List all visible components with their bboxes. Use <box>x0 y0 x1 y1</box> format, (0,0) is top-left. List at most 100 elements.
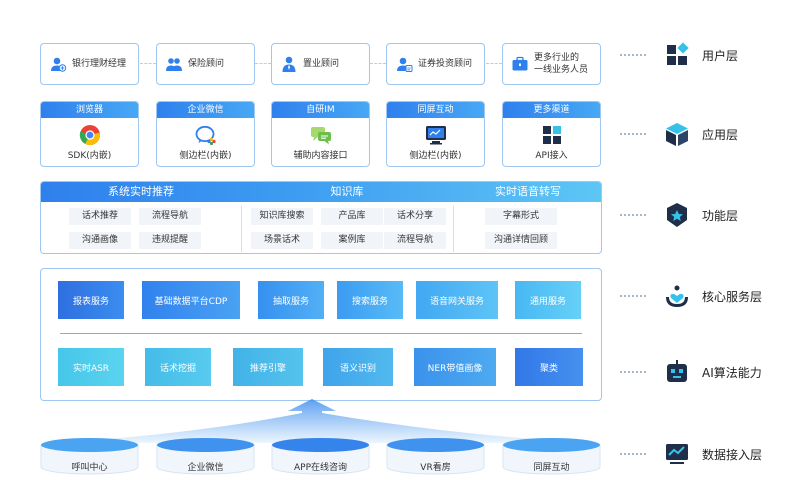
function-item: 沟通画像 <box>69 232 131 249</box>
app-card-wecom: 企业微信 侧边栏(内嵌) <box>156 101 255 167</box>
service-block: 抽取服务 <box>258 281 324 319</box>
chat-bubbles-icon <box>310 127 331 145</box>
algorithm-block: 聚类 <box>515 348 583 386</box>
user-card-bank-manager: 银行理财经理 <box>40 43 139 85</box>
algorithm-block: 推荐引擎 <box>233 348 303 386</box>
monitor-chart-icon <box>666 444 688 464</box>
user-card-more-industries: 更多行业的 一线业务人员 <box>502 43 601 85</box>
legend-dots <box>620 453 646 455</box>
user-card-label: 保险顾问 <box>188 59 225 69</box>
robot-icon <box>667 360 687 382</box>
blocks-icon <box>667 42 689 65</box>
function-item: 流程导航 <box>384 232 446 249</box>
legend-label: AI算法能力 <box>702 365 762 380</box>
user-card-securities-advisor: 证券投资顾问 <box>386 43 485 85</box>
app-card-header: 更多渠道 <box>503 102 600 118</box>
legend-label: 应用层 <box>702 127 739 142</box>
algorithm-block: 语义识别 <box>323 348 393 386</box>
algorithm-block: 实时ASR <box>58 348 124 386</box>
data-source-cylinder <box>40 438 139 475</box>
screen-icon <box>425 126 446 145</box>
function-item: 流程导航 <box>139 208 201 225</box>
section-title-recommendation: 系统实时推荐 <box>108 185 174 198</box>
user-card-insurance-advisor: 保险顾问 <box>156 43 255 85</box>
data-source-label: 企业微信 <box>187 463 224 473</box>
app-card-label: 辅助内容接口 <box>293 151 348 161</box>
service-block: 基础数据平台CDP <box>142 281 240 319</box>
user-card-label-line2: 一线业务人员 <box>534 65 589 75</box>
legend-row-data-layer: 数据接入层 <box>620 440 762 468</box>
algorithm-block: 话术挖掘 <box>145 348 211 386</box>
app-card-header: 企业微信 <box>157 102 254 118</box>
chrome-icon <box>79 125 100 146</box>
section-divider <box>241 206 242 252</box>
legend-row-app-layer: 应用层 <box>620 120 738 148</box>
function-item: 违规提醒 <box>139 232 201 249</box>
briefcase-icon <box>512 56 528 71</box>
function-item: 沟通详情回顾 <box>485 232 557 249</box>
legend-dots <box>620 133 646 135</box>
service-block: 报表服务 <box>58 281 124 319</box>
connector-dots <box>140 63 156 64</box>
user-card-label: 证券投资顾问 <box>418 59 473 69</box>
data-source-cylinder <box>386 438 485 475</box>
data-source-cylinder <box>502 438 601 475</box>
legend-label: 用户层 <box>702 48 739 63</box>
legend-row-ai-layer: AI算法能力 <box>620 358 762 386</box>
data-source-cylinder <box>271 438 370 475</box>
service-block: 语音网关服务 <box>416 281 498 319</box>
upward-arrow-fan <box>50 399 592 443</box>
connector-dots <box>255 63 271 64</box>
legend-dots <box>620 295 646 297</box>
legend-row-user-layer: 用户层 <box>620 41 738 69</box>
user-card-label: 置业顾问 <box>303 59 340 69</box>
user-card-property-advisor: 置业顾问 <box>271 43 370 85</box>
legend-label: 功能层 <box>702 208 739 223</box>
function-layer-panel: 系统实时推荐 知识库 实时语音转写 话术推荐 流程导航 沟通画像 违规提醒 知识… <box>40 181 602 254</box>
app-card-label: 侧边栏(内嵌) <box>409 151 462 161</box>
app-card-header: 浏览器 <box>41 102 138 118</box>
user-card-label: 银行理财经理 <box>72 59 127 69</box>
data-source-cylinder <box>156 438 255 475</box>
connector-dots <box>486 63 502 64</box>
app-card-label: 侧边栏(内嵌) <box>179 151 232 161</box>
data-source-label: 呼叫中心 <box>71 463 108 473</box>
section-title-transcription: 实时语音转写 <box>495 185 561 198</box>
app-card-header: 同屏互动 <box>387 102 484 118</box>
panel-divider <box>60 333 582 334</box>
section-divider <box>453 206 454 252</box>
function-item: 话术分享 <box>384 208 446 225</box>
function-item: 案例库 <box>321 232 383 249</box>
user-card-label-line1: 更多行业的 <box>534 53 580 63</box>
data-source-label: 同屏互动 <box>533 463 570 473</box>
user-add-icon <box>51 57 67 72</box>
legend-label: 数据接入层 <box>702 447 763 462</box>
legend-dots <box>620 214 646 216</box>
users-icon <box>166 58 182 71</box>
legend-row-function-layer: 功能层 <box>620 201 738 229</box>
function-item: 知识库搜索 <box>251 208 313 225</box>
function-item: 话术推荐 <box>69 208 131 225</box>
person-tie-icon <box>282 56 296 72</box>
wecom-icon <box>195 125 216 146</box>
user-card-label: 更多行业的 一线业务人员 <box>534 52 588 76</box>
connector-dots <box>370 63 386 64</box>
legend-row-core-service-layer: 核心服务层 <box>620 282 762 310</box>
legend-dots <box>620 371 646 373</box>
user-id-icon <box>397 57 413 72</box>
data-source-label: APP在线咨询 <box>293 463 347 473</box>
function-item: 场景话术 <box>251 232 313 249</box>
algorithm-block: NER带值画像 <box>414 348 496 386</box>
star-shield-icon <box>667 203 687 227</box>
function-item: 字幕形式 <box>485 208 557 225</box>
app-card-browser: 浏览器 SDK(内嵌) <box>40 101 139 167</box>
data-source-label: VR看房 <box>420 463 451 473</box>
app-card-label: API接入 <box>535 151 568 161</box>
app-card-header: 自研IM <box>272 102 369 118</box>
function-layer-header <box>41 182 601 202</box>
section-title-knowledge-base: 知识库 <box>330 185 364 198</box>
grid-icon <box>542 126 561 144</box>
app-card-more-channels: 更多渠道 API接入 <box>502 101 601 167</box>
app-card-screen-share: 同屏互动 侧边栏(内嵌) <box>386 101 485 167</box>
heart-hand-icon <box>666 285 688 307</box>
